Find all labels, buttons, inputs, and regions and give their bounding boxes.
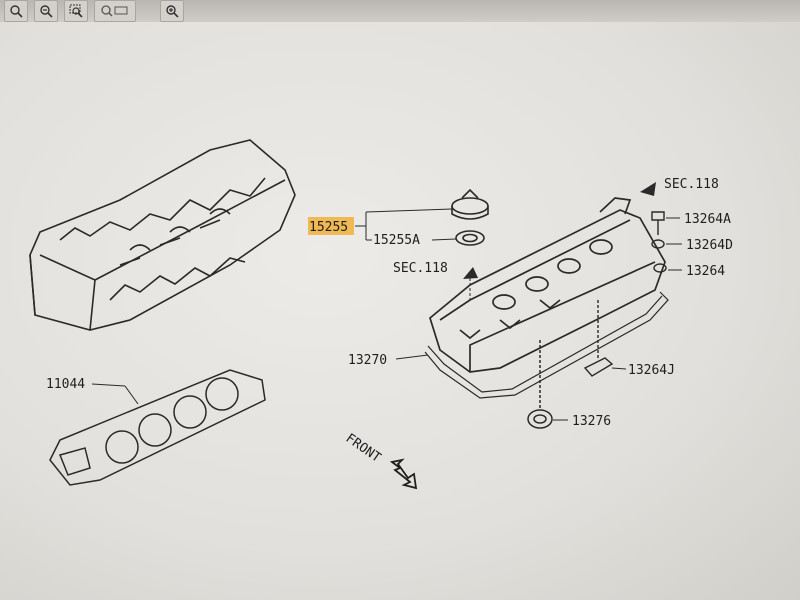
- label-sec118-top: SEC.118: [640, 177, 719, 196]
- label-13264d: 13264D: [666, 238, 733, 253]
- valve-cover-gasket-drawing: [424, 291, 669, 399]
- zoom-fit-button[interactable]: [4, 0, 28, 22]
- label-13264j: 13264J: [611, 363, 675, 378]
- zoom-out-button[interactable]: [34, 0, 58, 22]
- bolt-13264a-drawing: [651, 211, 665, 235]
- svg-text:FRONT: FRONT: [343, 431, 384, 466]
- front-arrow: FRONT: [343, 431, 418, 490]
- head-gasket-drawing: [49, 369, 266, 486]
- label-11044: 11044: [46, 377, 139, 405]
- svg-text:13264A: 13264A: [684, 212, 731, 227]
- diagram-screen: [0, 22, 800, 600]
- label-15255[interactable]: 15255: [308, 208, 453, 240]
- svg-text:15255: 15255: [309, 220, 348, 235]
- zoom-in-icon: [166, 5, 179, 18]
- cylinder-head-drawing: [29, 139, 296, 331]
- svg-text:13270: 13270: [348, 353, 387, 368]
- seal-13276-drawing: [527, 340, 553, 429]
- valve-cover-drawing: [429, 197, 666, 373]
- zoom-out-icon: [40, 5, 53, 18]
- grommet-13264-drawing: [653, 263, 667, 273]
- zoom-fit-icon: [10, 5, 23, 18]
- zoom-custom-button[interactable]: [94, 0, 136, 22]
- zoom-in-button[interactable]: [160, 0, 184, 22]
- svg-text:SEC.118: SEC.118: [393, 261, 448, 276]
- zoom-region-icon: [69, 4, 83, 18]
- label-13276: 13276: [553, 414, 611, 429]
- svg-text:15255A: 15255A: [373, 233, 420, 248]
- label-13270: 13270: [348, 353, 429, 368]
- label-15255a: 15255A: [366, 233, 457, 248]
- svg-text:13264: 13264: [686, 264, 725, 279]
- oil-filler-cap-drawing: [451, 188, 489, 246]
- svg-text:13264J: 13264J: [628, 363, 675, 378]
- svg-text:11044: 11044: [46, 377, 85, 392]
- pad-13264j-drawing: [583, 300, 614, 377]
- zoom-custom-icon: [101, 5, 128, 17]
- svg-text:13264D: 13264D: [686, 238, 733, 253]
- label-13264: 13264: [668, 264, 725, 279]
- label-13264a: 13264A: [666, 212, 731, 227]
- svg-text:13276: 13276: [572, 414, 611, 429]
- svg-text:SEC.118: SEC.118: [664, 177, 719, 192]
- washer-13264d-drawing: [651, 239, 665, 249]
- zoom-region-button[interactable]: [64, 0, 88, 22]
- label-sec118-filler: SEC.118: [393, 261, 478, 300]
